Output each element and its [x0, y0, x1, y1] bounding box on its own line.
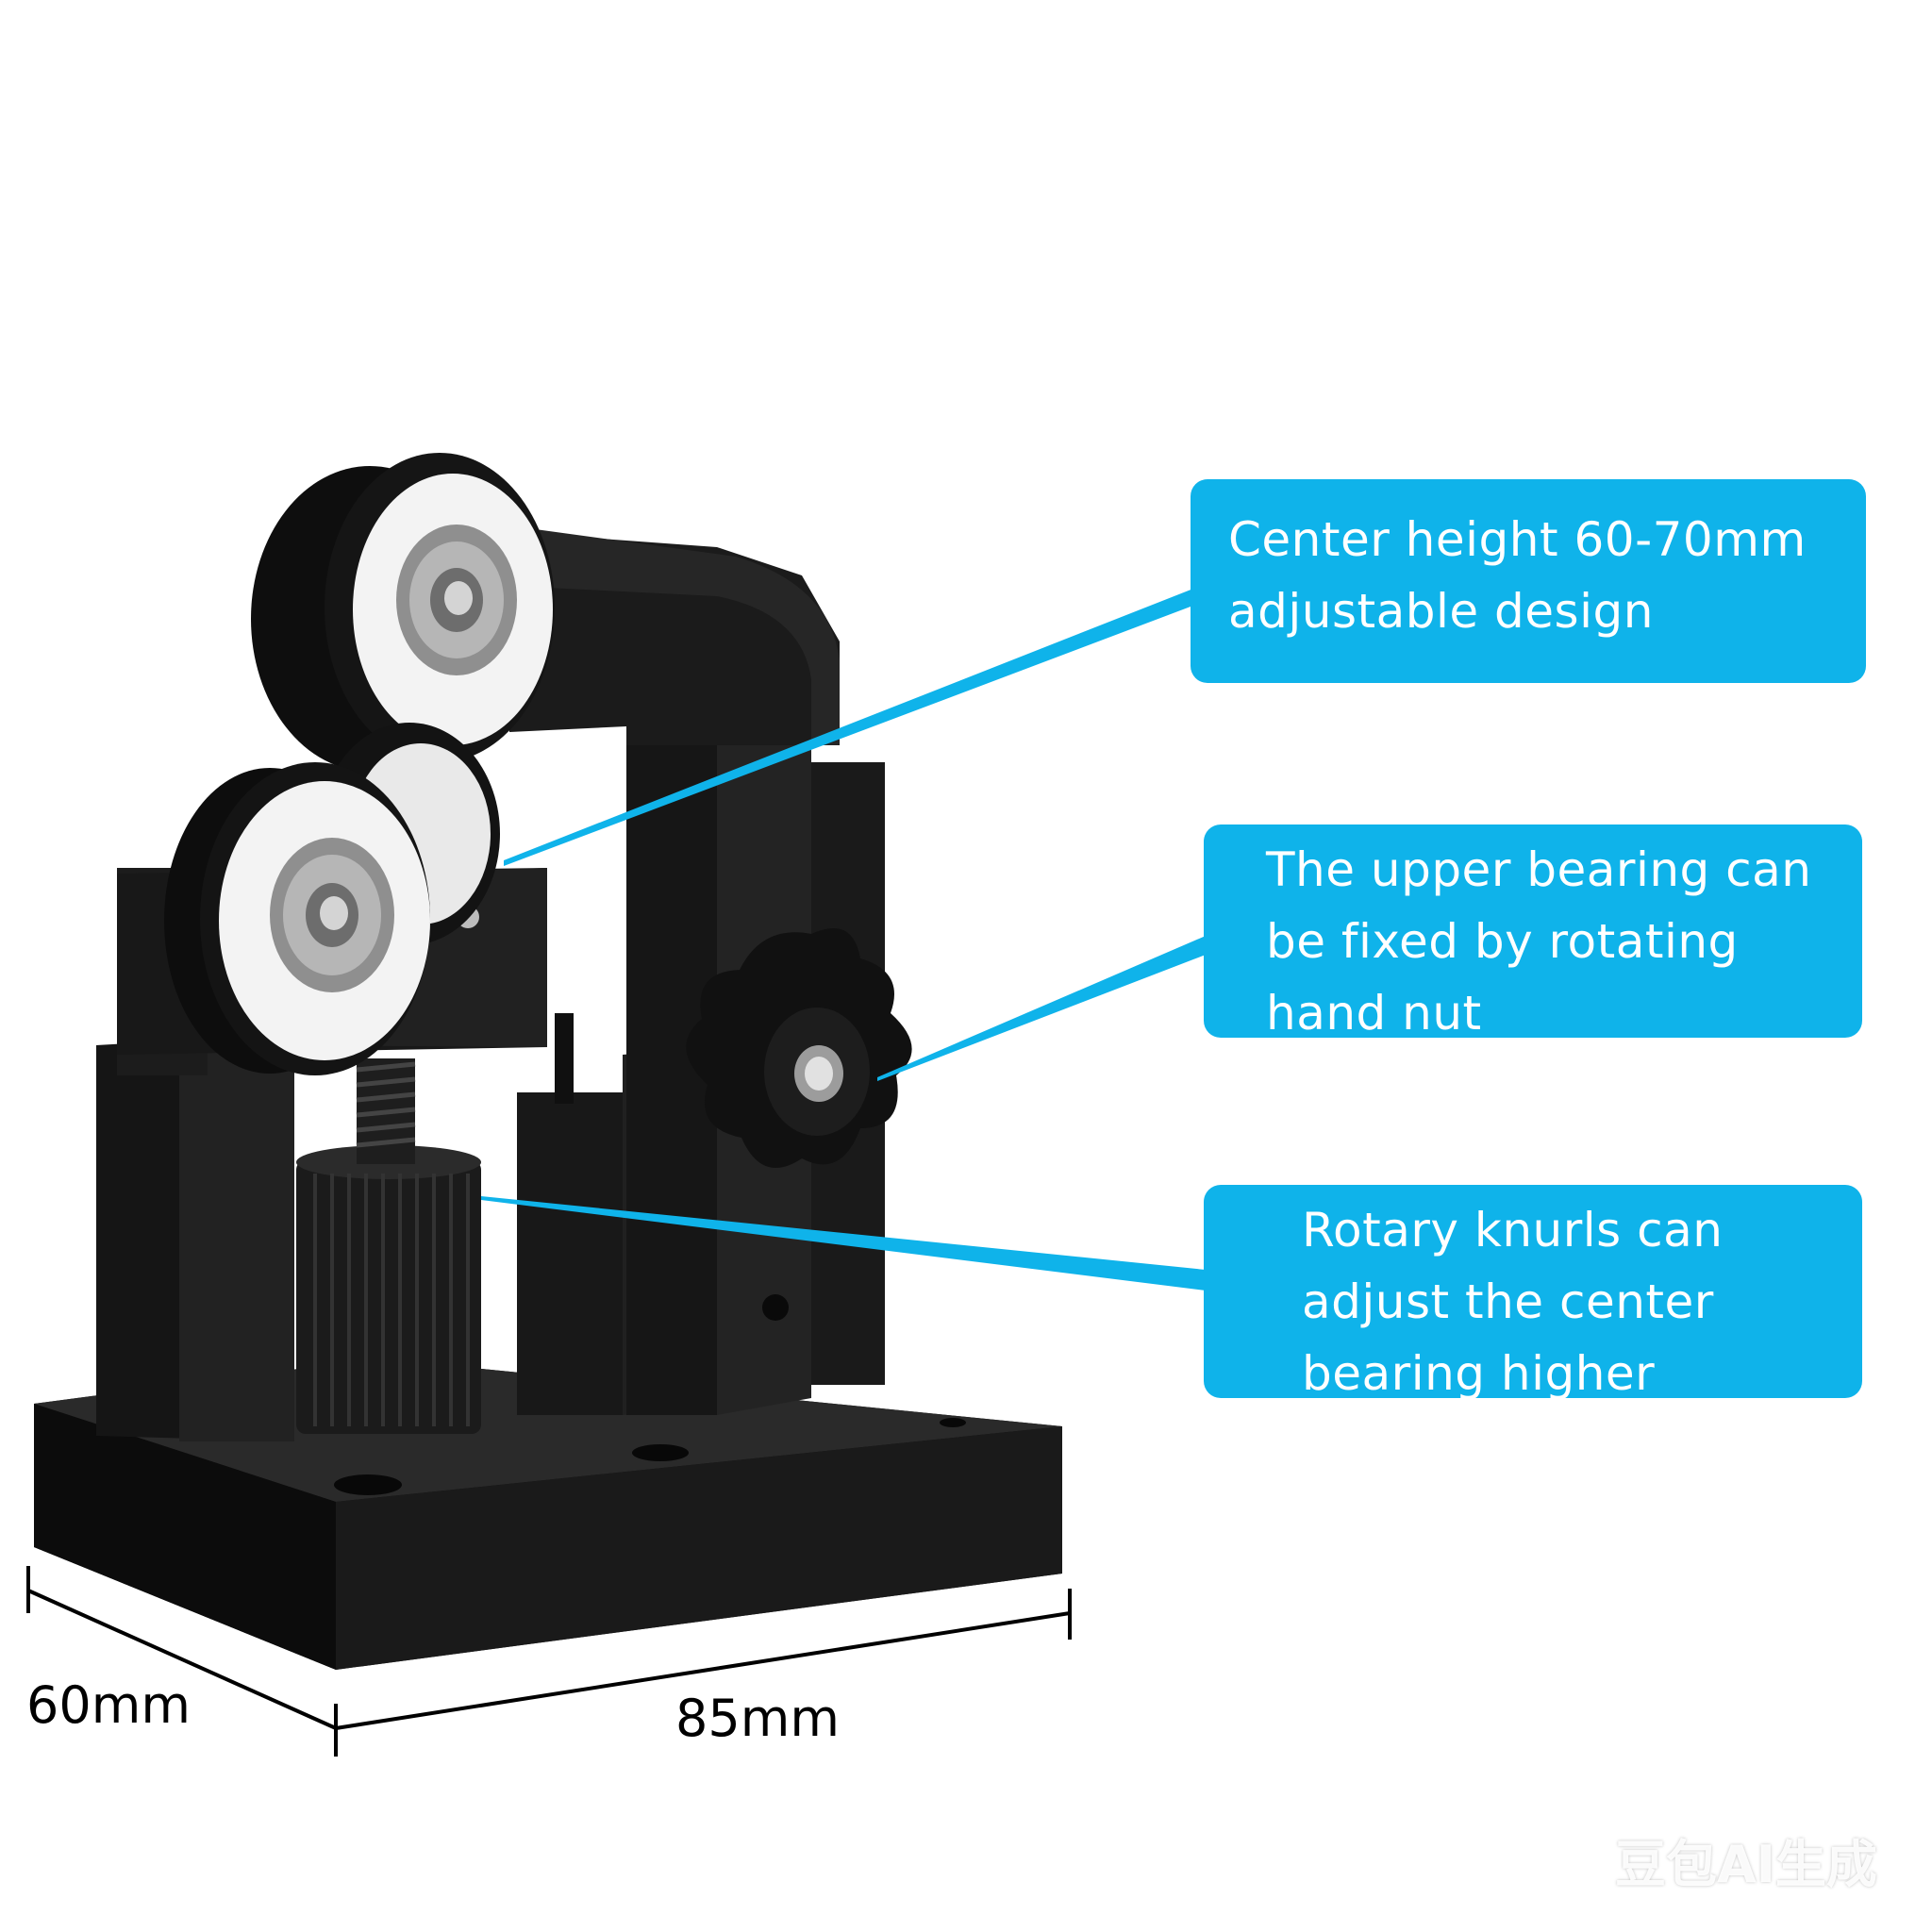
- top-roller-wheel: [251, 453, 555, 772]
- callout-line: The upper bearing can: [1266, 842, 1812, 897]
- callout-line: hand nut: [1266, 986, 1482, 1041]
- callout-center-height: Center height 60-70mm adjustable design: [1191, 479, 1866, 683]
- dimension-lines: [26, 1566, 1072, 1757]
- threaded-rod: [356, 1058, 416, 1164]
- callout-line: adjust the center: [1302, 1274, 1714, 1329]
- callout-line: be fixed by rotating: [1266, 914, 1739, 969]
- callout-hand-nut: The upper bearing can be fixed by rotati…: [1204, 824, 1862, 1041]
- callout-line: Center height 60-70mm: [1228, 512, 1807, 567]
- callout-leader-lines: [481, 587, 1206, 1291]
- center-roller-wheel: [164, 723, 500, 1075]
- ai-watermark: 豆包AI生成: [1615, 1835, 1877, 1894]
- width-dimension-label: 85mm: [675, 1689, 840, 1748]
- callout-line: bearing higher: [1302, 1346, 1656, 1401]
- star-hand-nut: [686, 927, 912, 1169]
- depth-dimension-label: 60mm: [26, 1675, 191, 1735]
- callout-line: adjustable design: [1228, 584, 1654, 639]
- callout-line: Rotary knurls can: [1302, 1203, 1724, 1257]
- knurled-adjust-knob: [296, 1145, 481, 1434]
- callout-rotary-knurls: Rotary knurls can adjust the center bear…: [1204, 1185, 1862, 1401]
